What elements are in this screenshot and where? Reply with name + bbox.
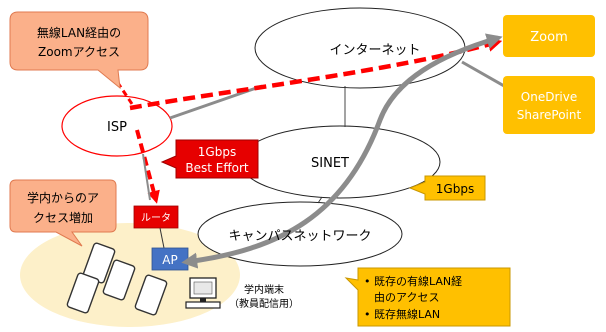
router-label: ルータ xyxy=(141,212,171,224)
callout-wireless-zoom xyxy=(9,11,149,90)
callout-sinet-bandwidth xyxy=(408,175,486,201)
callout-access-increase-line1: 学内からのア xyxy=(27,190,99,205)
terminal-icon xyxy=(185,277,221,309)
isp-cloud xyxy=(61,95,173,157)
callout-leader xyxy=(110,73,134,105)
onedrive-box xyxy=(503,76,595,134)
link-isp-router xyxy=(142,153,151,201)
ap-label: AP xyxy=(162,253,177,267)
callout-wireless-zoom-line2: Zoomアクセス xyxy=(38,45,120,59)
callout-isp-bandwidth-line2: Best Effort xyxy=(185,161,249,175)
bullet-2: • xyxy=(364,308,371,321)
campus-network-label: キャンパスネットワーク xyxy=(228,229,371,244)
sharepoint-label: SharePoint xyxy=(517,108,582,122)
callout-isp-bandwidth-line1: 1Gbps xyxy=(198,145,236,159)
router-box xyxy=(133,205,179,229)
bullet-1: • xyxy=(364,275,371,288)
callout-isp-bandwidth xyxy=(160,139,259,179)
link-router-ap xyxy=(159,227,165,249)
callout-sinet-bandwidth-label: 1Gbps xyxy=(436,182,474,196)
sinet-label: SINET xyxy=(311,156,349,171)
callout-access-increase xyxy=(9,179,117,247)
callout-wireless-zoom-line1: 無線LAN経由の xyxy=(37,25,121,40)
callout-existing-wireless: 既存無線LAN xyxy=(374,307,440,321)
onedrive-label: OneDrive xyxy=(521,90,577,104)
callout-existing-wired-line1: 既存の有線LAN経 xyxy=(374,274,462,288)
terminal-label-line1: 学内端末 xyxy=(244,283,284,296)
wireless-path-down xyxy=(135,129,160,204)
mobile-devices xyxy=(66,242,168,316)
zoom-label: Zoom xyxy=(530,30,567,45)
zoom-box xyxy=(503,15,595,57)
callout-existing-wired-line2: 由のアクセス xyxy=(374,290,439,304)
isp-label: ISP xyxy=(107,120,127,135)
campus-zoom-path xyxy=(181,33,503,269)
callout-existing-lan xyxy=(344,267,511,327)
terminal-label-line2: （教員配信用） xyxy=(229,297,299,310)
callout-access-increase-line2: クセス増加 xyxy=(33,211,93,225)
internet-label: インターネット xyxy=(329,43,420,58)
